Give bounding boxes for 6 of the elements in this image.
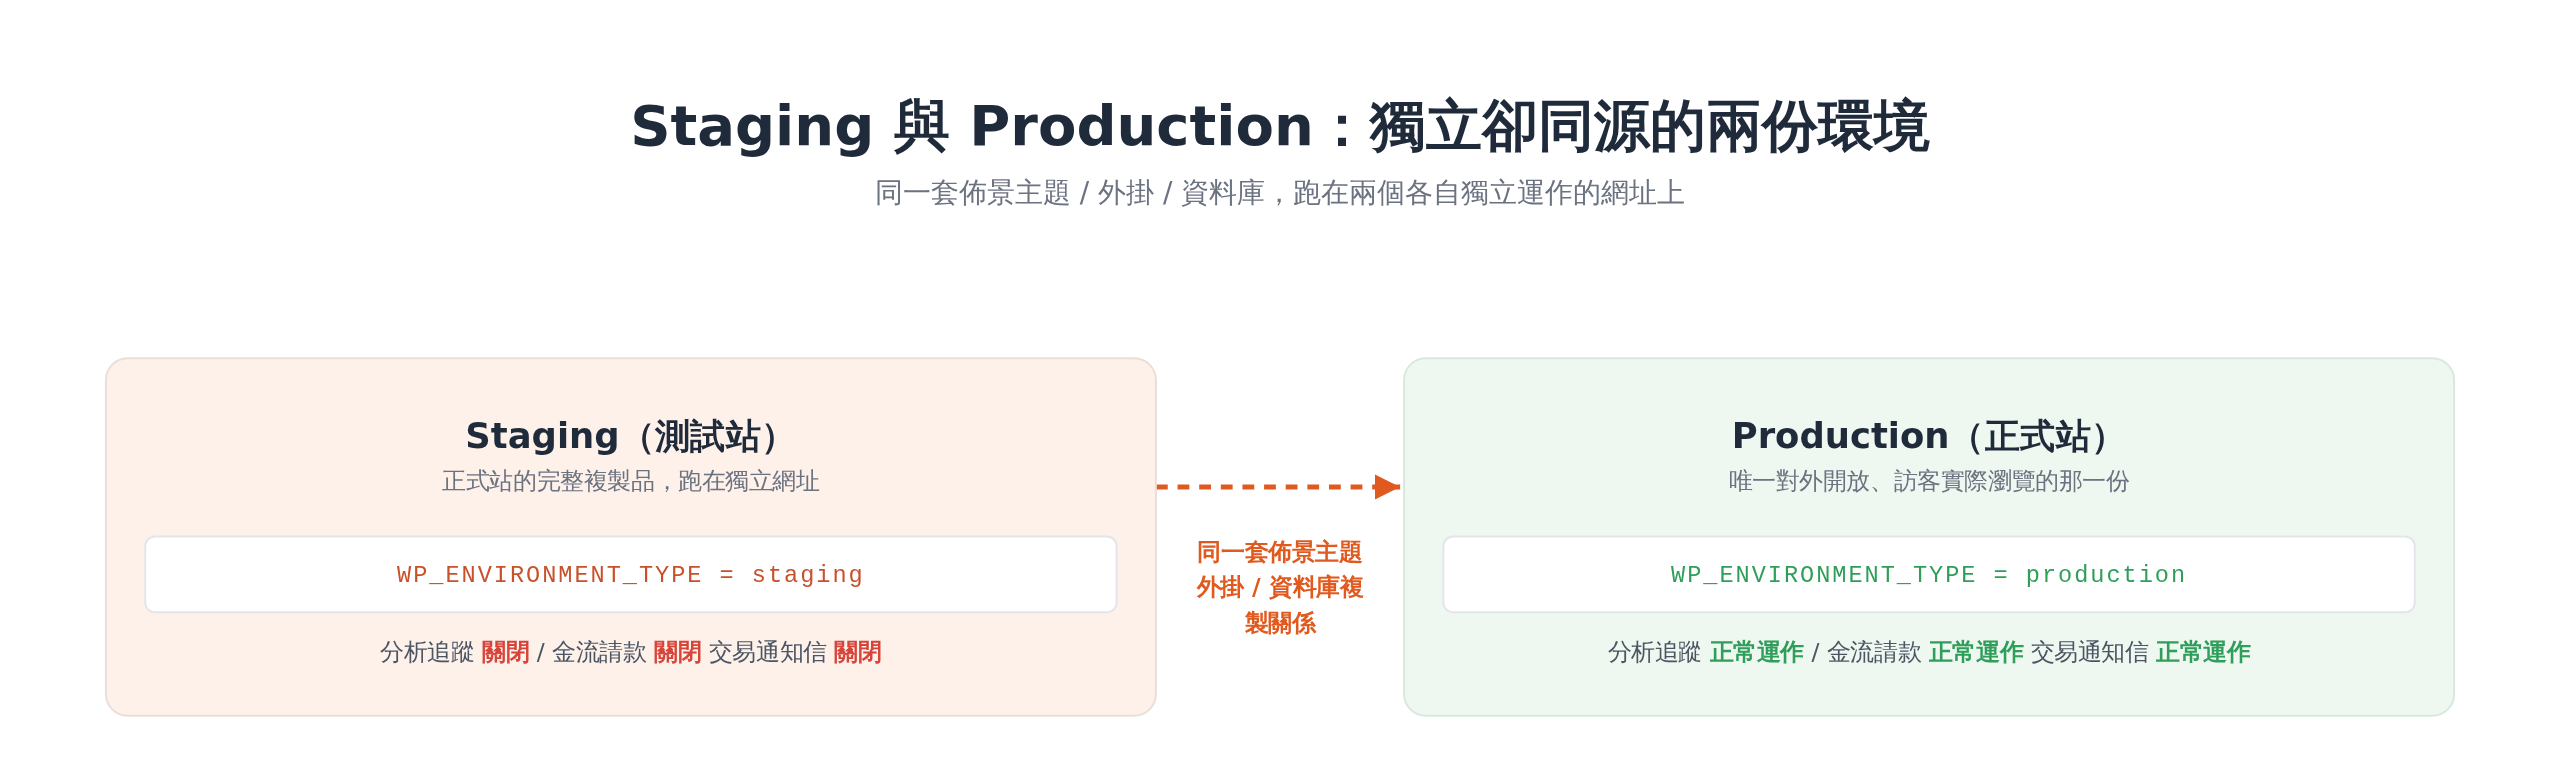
edge-label: 同一套佈景主題外掛 / 資料庫複製關係	[1196, 538, 1364, 637]
node-box: WP_ENVIRONMENT_TYPE = staging	[144, 535, 1118, 614]
node-box: WP_ENVIRONMENT_TYPE = production	[1442, 535, 2416, 614]
diagram-title: Staging 與 Production：獨立卻同源的兩份環境	[630, 92, 1930, 160]
subtitle: 同一套佈景主題 / 外掛 / 資料庫，跑在兩個各自獨立運作的網址上	[874, 175, 1686, 212]
arrow	[1155, 474, 1401, 500]
